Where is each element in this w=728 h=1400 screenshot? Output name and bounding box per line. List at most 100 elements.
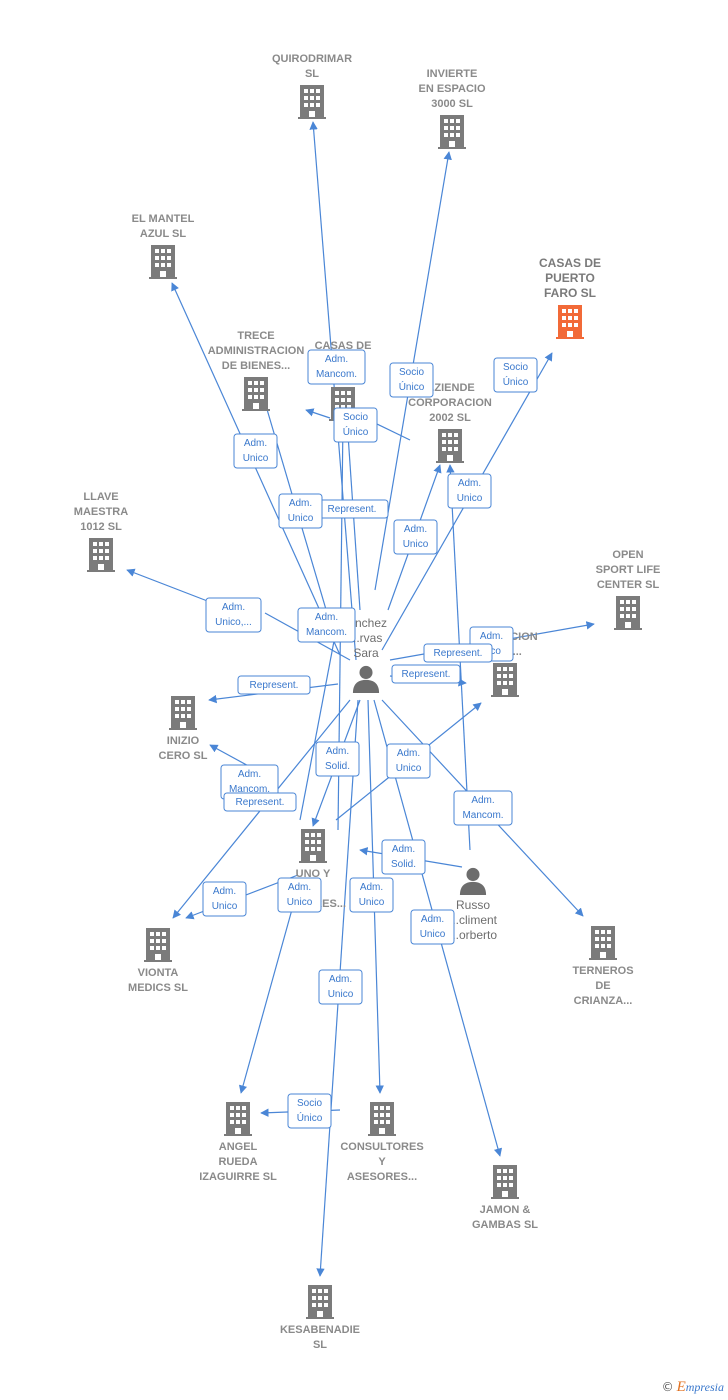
node-label-line: 1012 SL [80, 521, 122, 533]
copyright-symbol: © [661, 1380, 674, 1394]
building-icon [556, 305, 584, 339]
edge-label[interactable]: Adm.Unico [447, 473, 492, 509]
edge-label-text: Unico [359, 897, 385, 908]
node-label-line: TRECE [237, 330, 274, 342]
edge-label[interactable]: Represent. [423, 643, 493, 663]
building-icon [306, 1285, 334, 1319]
node-label-line: MAESTRA [74, 506, 128, 518]
edge-label-text: Unico,... [215, 617, 252, 628]
edge-label-text: Adm. [213, 886, 236, 897]
edge-label-text: Único [297, 1111, 323, 1124]
edge-label-box [349, 877, 394, 913]
edge-label-text: Unico [328, 989, 354, 1000]
edge-label-box [297, 607, 356, 643]
edge-label[interactable]: Adm.Solid. [381, 839, 426, 875]
edge-label-text: Unico [457, 493, 483, 504]
edge-label-text: Adm. [325, 354, 348, 365]
edge-label[interactable]: Adm.Mancom. [307, 349, 366, 385]
edge-label-text: Adm. [471, 795, 494, 806]
edge [299, 619, 339, 821]
node-label-line: VIONTA [138, 967, 179, 979]
edge-label-box [393, 519, 438, 555]
edge-label[interactable]: Adm.Unico [318, 969, 363, 1005]
edge-label[interactable]: Represent. [223, 792, 297, 812]
edge-label[interactable]: Adm.Unico [202, 881, 247, 917]
node-label-line: CONSULTORES [340, 1141, 423, 1153]
edge-label[interactable]: Adm.Unico [233, 433, 278, 469]
building-icon [298, 85, 326, 119]
edge-label[interactable]: Adm.Solid. [315, 741, 360, 777]
edge-label-text: Represent. [250, 680, 299, 691]
node-label-line: AZUL SL [140, 228, 187, 240]
building-icon [149, 245, 177, 279]
company-node-consultores[interactable]: CONSULTORESYASESORES... [340, 1102, 424, 1183]
edge-label[interactable]: Adm. Mancom. [453, 790, 513, 826]
brand-initial: E [676, 1379, 686, 1395]
edge-label-text: Solid. [391, 859, 416, 870]
node-label-line: LLAVE [83, 491, 118, 503]
building-icon [299, 829, 327, 863]
node-label-line: DE BIENES... [222, 360, 290, 372]
edge-label[interactable]: Adm.Unico [410, 909, 455, 945]
company-node-jamon[interactable]: JAMON &GAMBAS SL [472, 1165, 538, 1231]
edge [305, 408, 331, 419]
node-label-line: TERNEROS [572, 965, 633, 977]
edge-label[interactable]: Adm.Mancom. [297, 607, 356, 643]
edge-label-text: Adm. [480, 631, 503, 642]
edge-label[interactable]: Represent. [315, 499, 389, 519]
node-label-line: OPEN [612, 549, 643, 561]
company-node-terneros[interactable]: TERNEROSDECRIANZA... [572, 926, 634, 1007]
edge-label[interactable]: Adm.Unico [386, 743, 431, 779]
edge-label-box [493, 357, 538, 393]
edge-label-text: Mancom. [462, 810, 503, 821]
edge-label[interactable]: Represent. [237, 675, 311, 695]
edge-label-box [315, 741, 360, 777]
company-node-llave[interactable]: LLAVE MAESTRA 1012 SL [74, 491, 128, 572]
edge-label-text: Adm. [397, 748, 420, 759]
person-node-russo[interactable]: Russo...climent...orberto [449, 867, 498, 942]
edge-label[interactable]: Adm. Unico [349, 877, 394, 913]
edge-label-text: Unico [403, 539, 429, 550]
edge-label-text: Unico [288, 513, 314, 524]
edge-label-text: Adm. [421, 914, 444, 925]
node-label-line: KESABENADIE [280, 1324, 360, 1336]
edge-label-text: Socio [399, 367, 424, 378]
edge-label-text: Socio [343, 412, 368, 423]
node-label-line: INIZIO [167, 735, 200, 747]
node-label-line: ANGEL [219, 1141, 258, 1153]
person-icon [459, 867, 487, 895]
node-label-line: IZAGUIRRE SL [199, 1171, 277, 1183]
edge-label[interactable]: Adm.Unico,... [205, 597, 262, 633]
edge-label-box [205, 597, 262, 633]
edge-label-text: Represent. [434, 648, 483, 659]
edge-label-text: Unico [287, 897, 313, 908]
building-icon [438, 115, 466, 149]
node-label-line: GAMBAS SL [472, 1219, 538, 1231]
node-label-line: QUIRODRIMAR [272, 53, 352, 65]
edge-label-box [453, 790, 513, 826]
building-icon [169, 696, 197, 730]
edge-label[interactable]: Represent. [391, 664, 461, 684]
edge-label[interactable]: Adm.Unico [278, 493, 323, 529]
edge-label-text: Adm. [360, 882, 383, 893]
edge-label[interactable]: Adm.Mancom. [220, 764, 279, 800]
edge-label[interactable]: Adm.Unico [277, 877, 322, 913]
edge-label[interactable]: Adm.Unico [393, 519, 438, 555]
